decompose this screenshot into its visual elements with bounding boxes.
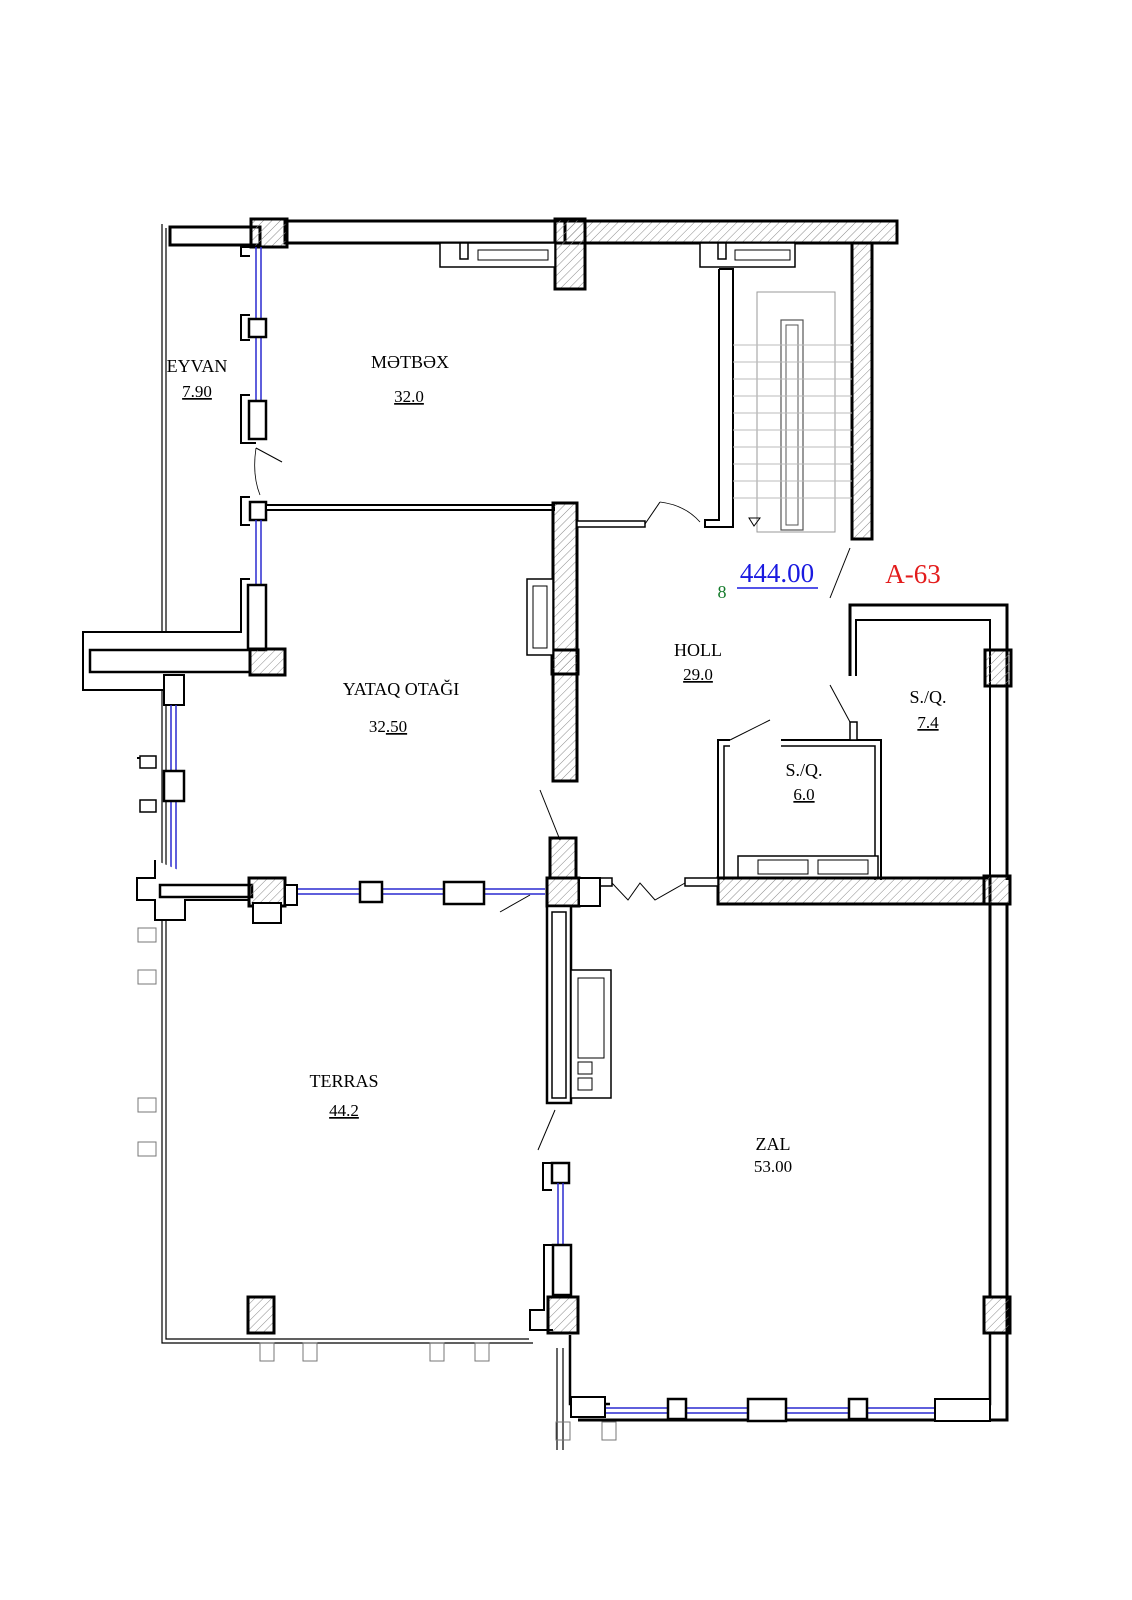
metbex-area: 32.0 bbox=[394, 387, 424, 406]
yataq-area-suffix: .50 bbox=[386, 717, 407, 736]
zal-area: 53.00 bbox=[754, 1157, 792, 1176]
west-wall-middle bbox=[82, 520, 287, 870]
room-label-sq1: S./Q. 7.4 bbox=[909, 687, 946, 732]
eyvan-area: 7.90 bbox=[182, 382, 212, 401]
room-label-eyvan: EYVAN 7.90 bbox=[167, 356, 228, 401]
apartment-id: A-63 bbox=[885, 559, 941, 589]
zal-name: ZAL bbox=[756, 1134, 791, 1154]
terrace-column bbox=[246, 1295, 276, 1335]
holl-area: 29.0 bbox=[683, 665, 713, 684]
sq1-area: 7.4 bbox=[917, 713, 939, 732]
yataq-area-prefix: 32 bbox=[369, 717, 386, 736]
terras-name: TERRAS bbox=[309, 1071, 378, 1091]
hall-bathrooms bbox=[539, 547, 1013, 906]
room-label-holl: HOLL 29.0 bbox=[674, 640, 722, 684]
top-wall bbox=[168, 217, 899, 291]
total-area: 444.00 bbox=[740, 558, 814, 588]
yataq-area: 32.50 bbox=[369, 717, 407, 736]
outline-lines bbox=[161, 224, 564, 1450]
sq2-name: S./Q. bbox=[785, 760, 822, 780]
bedroom-terrace-wall bbox=[136, 860, 545, 924]
central-wall bbox=[529, 836, 612, 1335]
stair-core bbox=[704, 241, 874, 541]
metbex-name: MƏTBƏX bbox=[371, 352, 449, 372]
eyvan-name: EYVAN bbox=[167, 356, 228, 376]
sq1-name: S./Q. bbox=[909, 687, 946, 707]
terras-area: 44.2 bbox=[329, 1101, 359, 1120]
room-label-terras: TERRAS 44.2 bbox=[309, 1071, 378, 1120]
room-label-metbex: MƏTBƏX 32.0 bbox=[371, 352, 449, 406]
yataq-name: YATAQ OTAĞI bbox=[343, 678, 460, 699]
zal-walls bbox=[568, 904, 1012, 1423]
kitchen-bedroom-wall bbox=[240, 496, 701, 783]
room-label-sq2: S./Q. 6.0 bbox=[785, 760, 822, 804]
west-wall-upper bbox=[240, 246, 283, 496]
holl-name: HOLL bbox=[674, 640, 722, 660]
floor-number: 8 bbox=[718, 582, 727, 602]
sq2-area: 6.0 bbox=[793, 785, 814, 804]
railing-posts bbox=[137, 927, 617, 1441]
room-label-yataq: YATAQ OTAĞI 32.50 bbox=[343, 678, 460, 736]
room-label-zal: ZAL 53.00 bbox=[754, 1134, 792, 1176]
